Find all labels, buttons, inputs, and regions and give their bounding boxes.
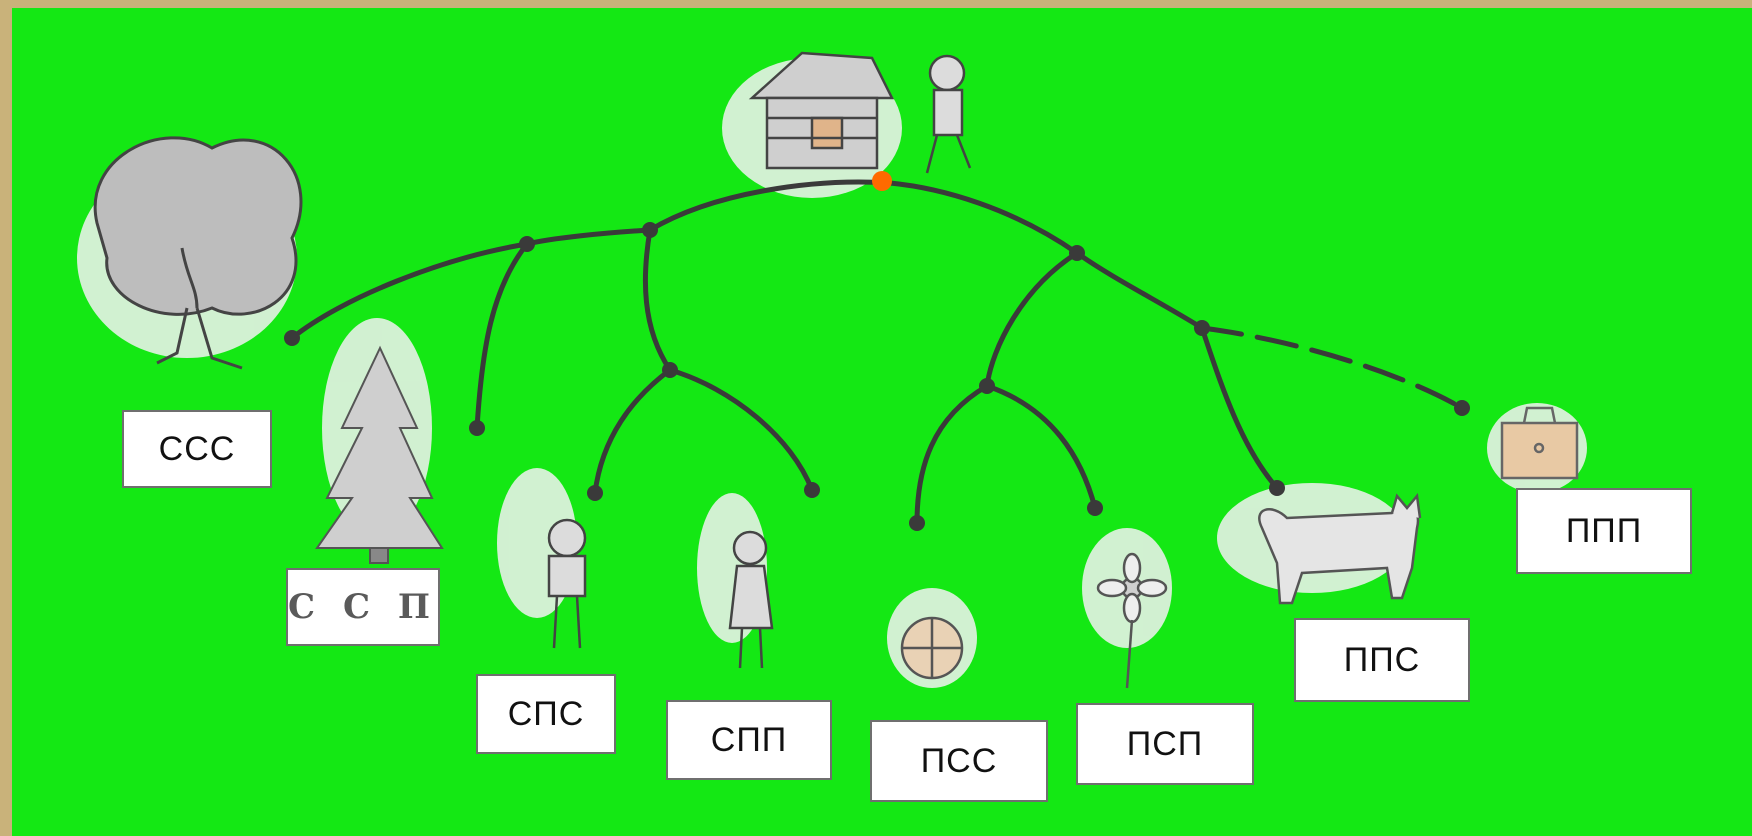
briefcase-icon xyxy=(1500,406,1579,480)
boy-icon-small xyxy=(547,518,587,649)
label-ssp: С С П xyxy=(286,568,440,646)
decision-tree-scene: ССС С С П СПС СПП ПСС ПСП ППС ППП xyxy=(12,8,1752,836)
house-icon xyxy=(748,51,895,170)
boy-icon xyxy=(925,54,972,174)
label-ppp: ППП xyxy=(1516,488,1692,574)
label-spp: СПП xyxy=(666,700,832,780)
tree-branches xyxy=(289,179,1465,526)
label-pss: ПСС xyxy=(870,720,1048,802)
label-sps: СПС xyxy=(476,674,616,754)
frame-left-border xyxy=(0,0,12,836)
cat-icon xyxy=(1258,493,1422,605)
tree-drawing xyxy=(77,51,1587,689)
fir-tree-icon xyxy=(315,345,444,564)
flower-icon xyxy=(1096,552,1168,689)
start-node xyxy=(872,171,892,191)
ball-icon xyxy=(900,616,964,680)
frame-top-border xyxy=(0,0,1752,8)
label-sss: ССС xyxy=(122,410,272,488)
label-pps: ППС xyxy=(1294,618,1470,702)
tree-icon xyxy=(93,136,303,370)
tree-nodes xyxy=(284,222,1470,531)
girl-icon xyxy=(728,530,774,669)
label-psp: ПСП xyxy=(1076,703,1254,785)
